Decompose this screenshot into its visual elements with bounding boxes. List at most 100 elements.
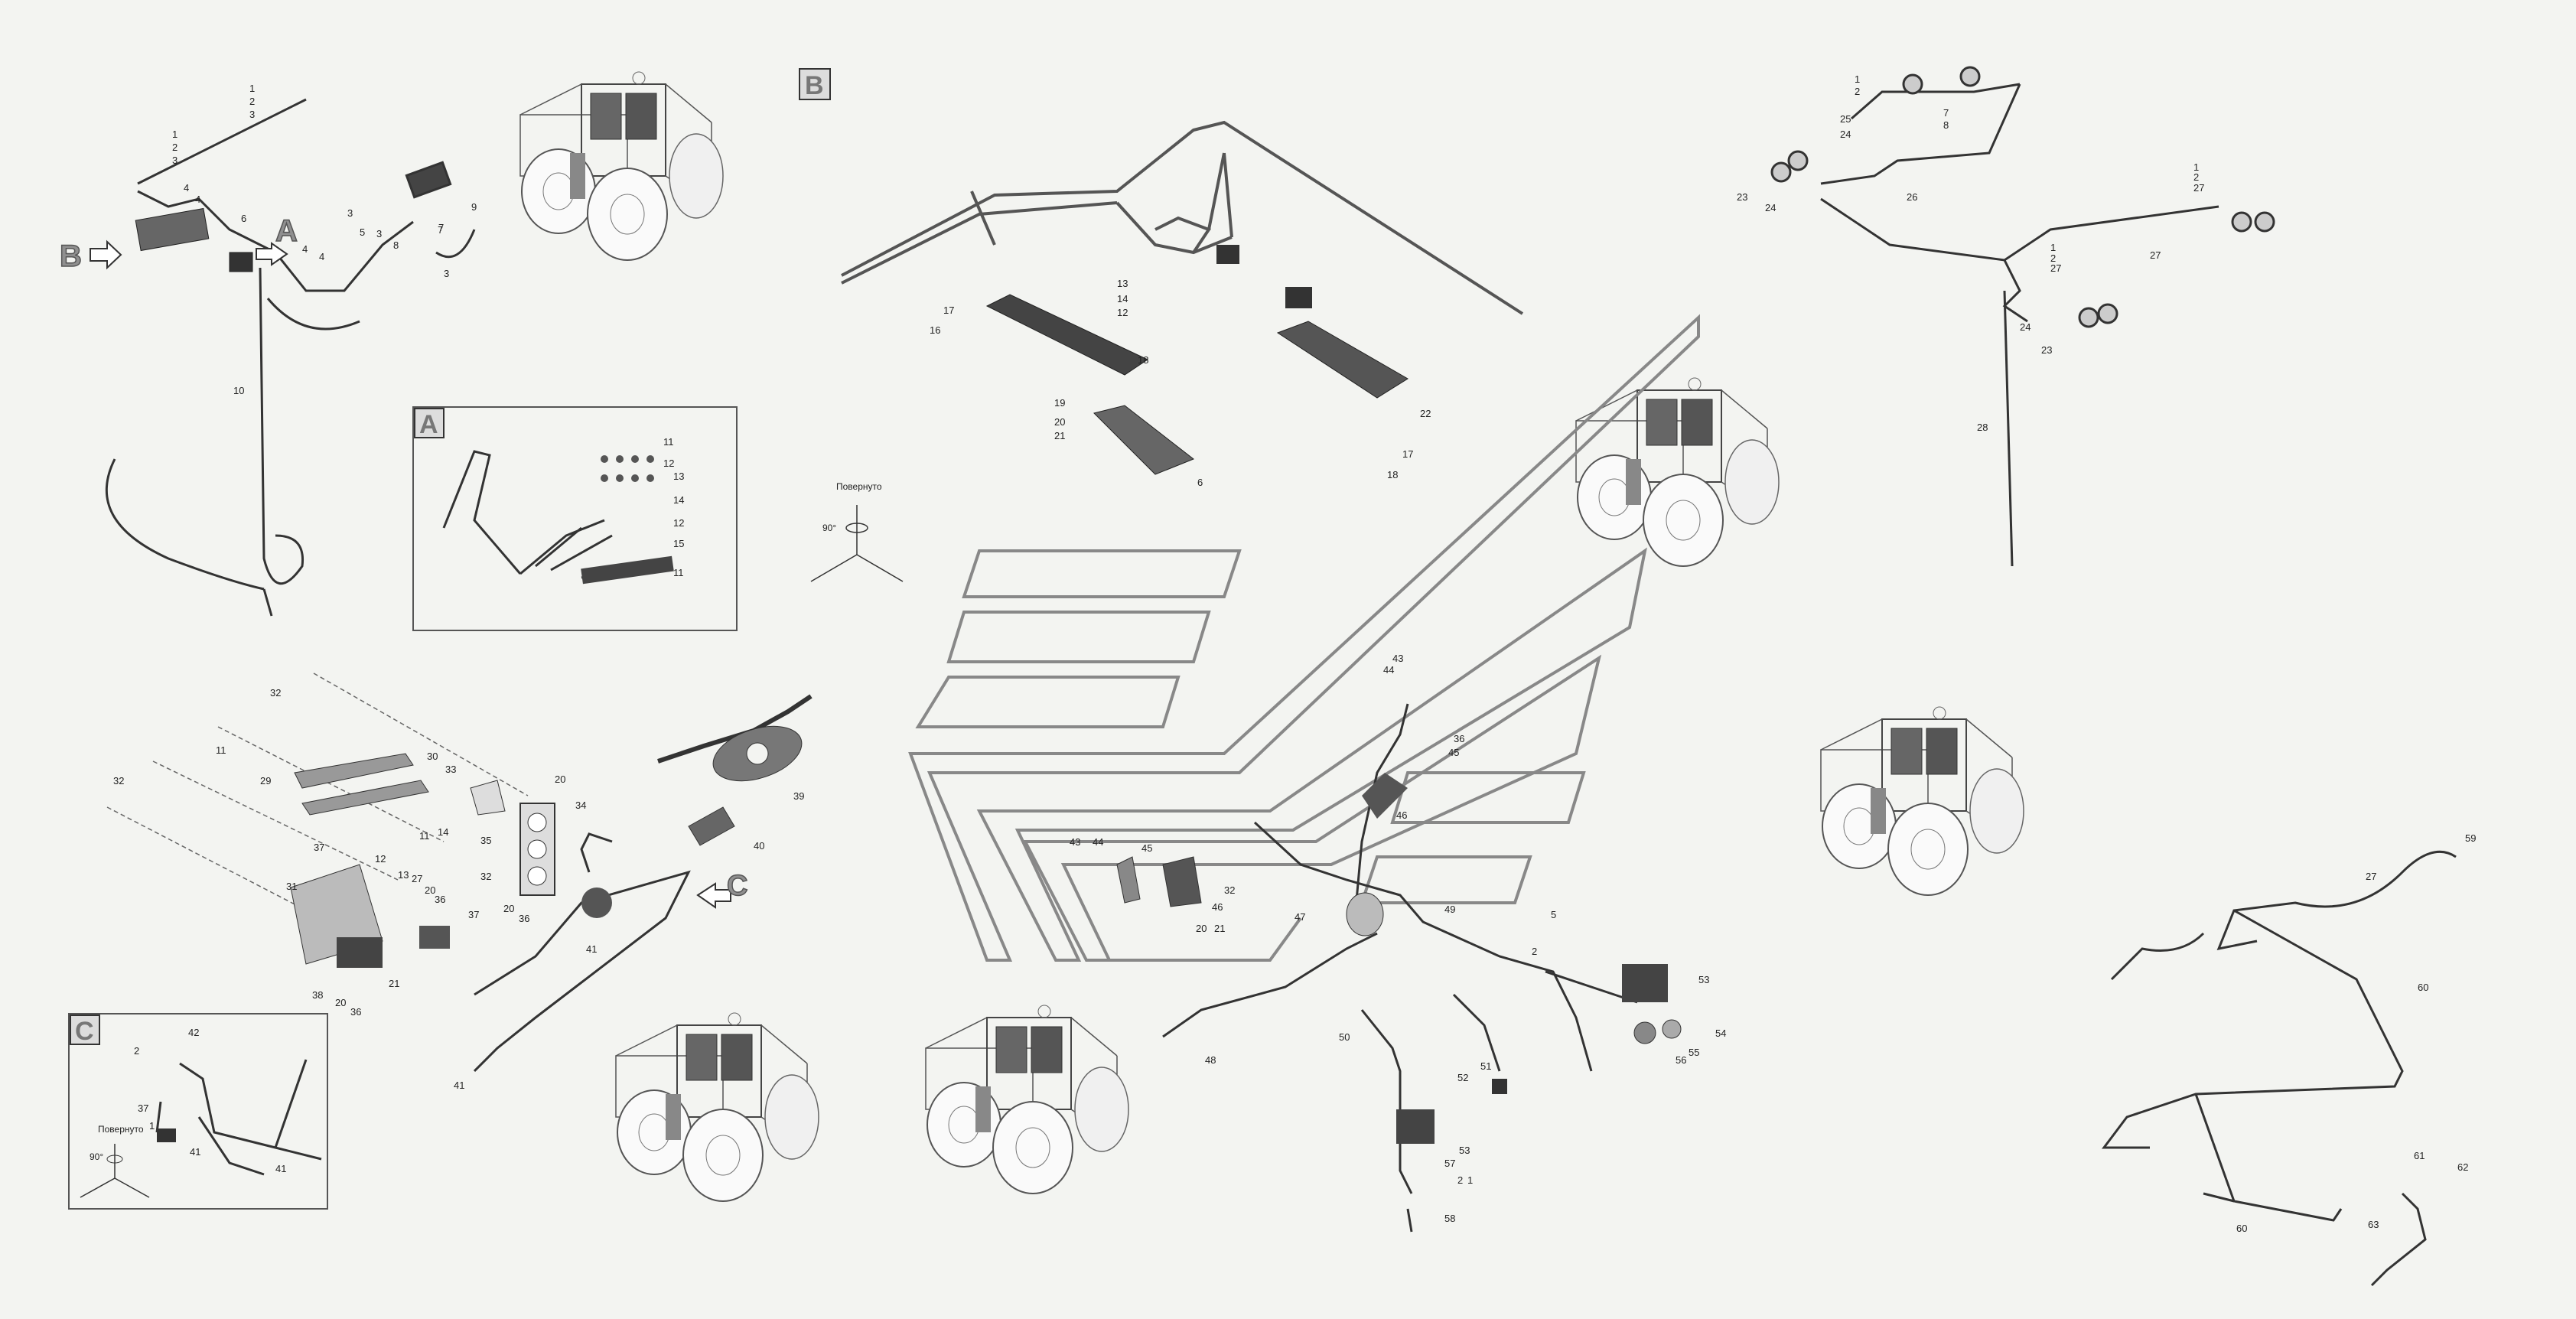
part-label: 26: [1907, 191, 1917, 203]
part-label: 51: [1480, 1060, 1491, 1072]
part-label: 14: [673, 494, 684, 506]
part-label: 46: [1396, 809, 1407, 821]
part-label: 37: [138, 1102, 148, 1114]
part-label: 20: [1196, 923, 1207, 934]
part-label: 36: [519, 913, 529, 924]
view-b-letter: B: [805, 71, 824, 100]
part-label: 55: [1689, 1047, 1699, 1058]
part-label: 12: [673, 517, 684, 529]
callout-a: A: [256, 213, 298, 266]
rotation-angle: 90°: [90, 1151, 103, 1162]
callout-b: B: [59, 239, 122, 274]
part-label: 41: [190, 1146, 200, 1158]
part-label: 2: [249, 96, 255, 107]
part-label: 20: [1054, 416, 1065, 428]
part-label: 52: [1457, 1072, 1468, 1083]
part-label: 4: [302, 243, 308, 255]
view-b-panel: B 17 16 13 14 12 18 19 20 21 6 22 17: [799, 68, 1524, 488]
part-label: 12: [663, 458, 674, 469]
part-label: 21: [1054, 430, 1065, 441]
part-label: 3: [376, 228, 382, 239]
part-label: 1: [1855, 73, 1860, 85]
tractor-illustration: [519, 71, 724, 261]
callout-c-letter: C: [727, 870, 747, 902]
part-label: 46: [1212, 901, 1223, 913]
part-label: 45: [1448, 747, 1459, 758]
components-center: [1116, 773, 1682, 1144]
part-label: 3: [172, 155, 177, 166]
part-label: 24: [1765, 202, 1776, 213]
view-c-panel: C 42 2 37 1 41 41 Повернуто 90°: [68, 1013, 328, 1210]
part-label: 10: [233, 385, 244, 396]
part-label: 2: [134, 1045, 139, 1057]
part-label: 4: [184, 182, 189, 194]
rotation-indicator: Повернуто 90°: [810, 481, 904, 582]
part-label: 32: [1224, 884, 1235, 896]
part-label: 20: [425, 884, 435, 896]
part-label: 2: [1532, 946, 1537, 957]
part-label: 27: [2150, 249, 2161, 261]
part-label: 27: [2366, 871, 2376, 882]
part-label: 36: [1454, 733, 1464, 744]
part-label: 42: [188, 1027, 199, 1038]
part-label: 6: [241, 213, 246, 224]
part-label: 23: [2041, 344, 2052, 356]
part-label: 47: [1295, 911, 1305, 923]
labels-top-left: 1 2 3 1 2 3 4 4 6 7 3 9 3 5 7 8 4 4 3 10: [172, 83, 477, 396]
part-label: 54: [1715, 1028, 1726, 1039]
part-label: 61: [2414, 1150, 2425, 1161]
part-label: 5: [1551, 909, 1556, 920]
part-label: 14: [438, 826, 448, 838]
part-label: 31: [286, 881, 297, 892]
part-label: 11: [663, 436, 674, 448]
part-label: 18: [1387, 469, 1398, 480]
part-label: 62: [2457, 1161, 2468, 1173]
part-label: 56: [1676, 1054, 1686, 1066]
part-label: 2: [1855, 86, 1860, 97]
tractor-illustration: [1820, 706, 2024, 896]
part-label: 7: [438, 224, 443, 236]
part-label: 53: [1459, 1145, 1470, 1156]
part-label: 12: [375, 853, 386, 865]
part-label: 24: [1840, 129, 1851, 140]
labels-top-right: 1 2 25 24 7 8 23 24 26 1 2 27 1 2 27 27 …: [1737, 73, 2204, 433]
part-label: 1: [149, 1120, 155, 1132]
part-label: 1: [172, 129, 177, 140]
part-label: 29: [260, 775, 271, 787]
view-a-panel: A 11 12 13 14 12 15 11: [412, 406, 738, 631]
part-label: 45: [1141, 842, 1152, 854]
part-label: 18: [1138, 354, 1148, 366]
part-label: 12: [1117, 307, 1128, 318]
part-label: 13: [398, 869, 409, 881]
part-label: 43: [1392, 653, 1403, 664]
part-label: 20: [555, 773, 565, 785]
view-c-letter: C: [75, 1017, 94, 1046]
part-label: 22: [1420, 408, 1431, 419]
labels-bottom-right: 27 59 60 60 61 62 63: [2236, 832, 2476, 1234]
part-label: 37: [468, 909, 479, 920]
view-a-letter: A: [419, 410, 438, 439]
part-label: 1: [249, 83, 255, 94]
part-label: 13: [1117, 278, 1128, 289]
part-label: 32: [113, 775, 124, 787]
part-label: 53: [1698, 974, 1709, 985]
part-label: 24: [2020, 321, 2031, 333]
part-label: 11: [673, 567, 684, 578]
part-label: 48: [1205, 1054, 1216, 1066]
part-label: 40: [754, 840, 764, 852]
part-label: 7: [1943, 107, 1949, 119]
harness-top-left: [105, 98, 476, 617]
part-label: 1: [2193, 161, 2199, 173]
part-label: 58: [1444, 1213, 1455, 1224]
part-label: 13: [673, 471, 684, 482]
part-label: 25: [1840, 113, 1851, 125]
part-label: 1: [1467, 1174, 1473, 1186]
part-label: 37: [314, 842, 324, 853]
part-label: 50: [1339, 1031, 1350, 1043]
part-label: 49: [1444, 904, 1455, 915]
part-label: 7: [438, 222, 444, 233]
callout-b-letter: B: [60, 239, 82, 273]
left-assembly: C 32 11 29 30 33 20 32 37 14 11 12 13 27…: [106, 673, 813, 1091]
part-label: 28: [1977, 422, 1988, 433]
